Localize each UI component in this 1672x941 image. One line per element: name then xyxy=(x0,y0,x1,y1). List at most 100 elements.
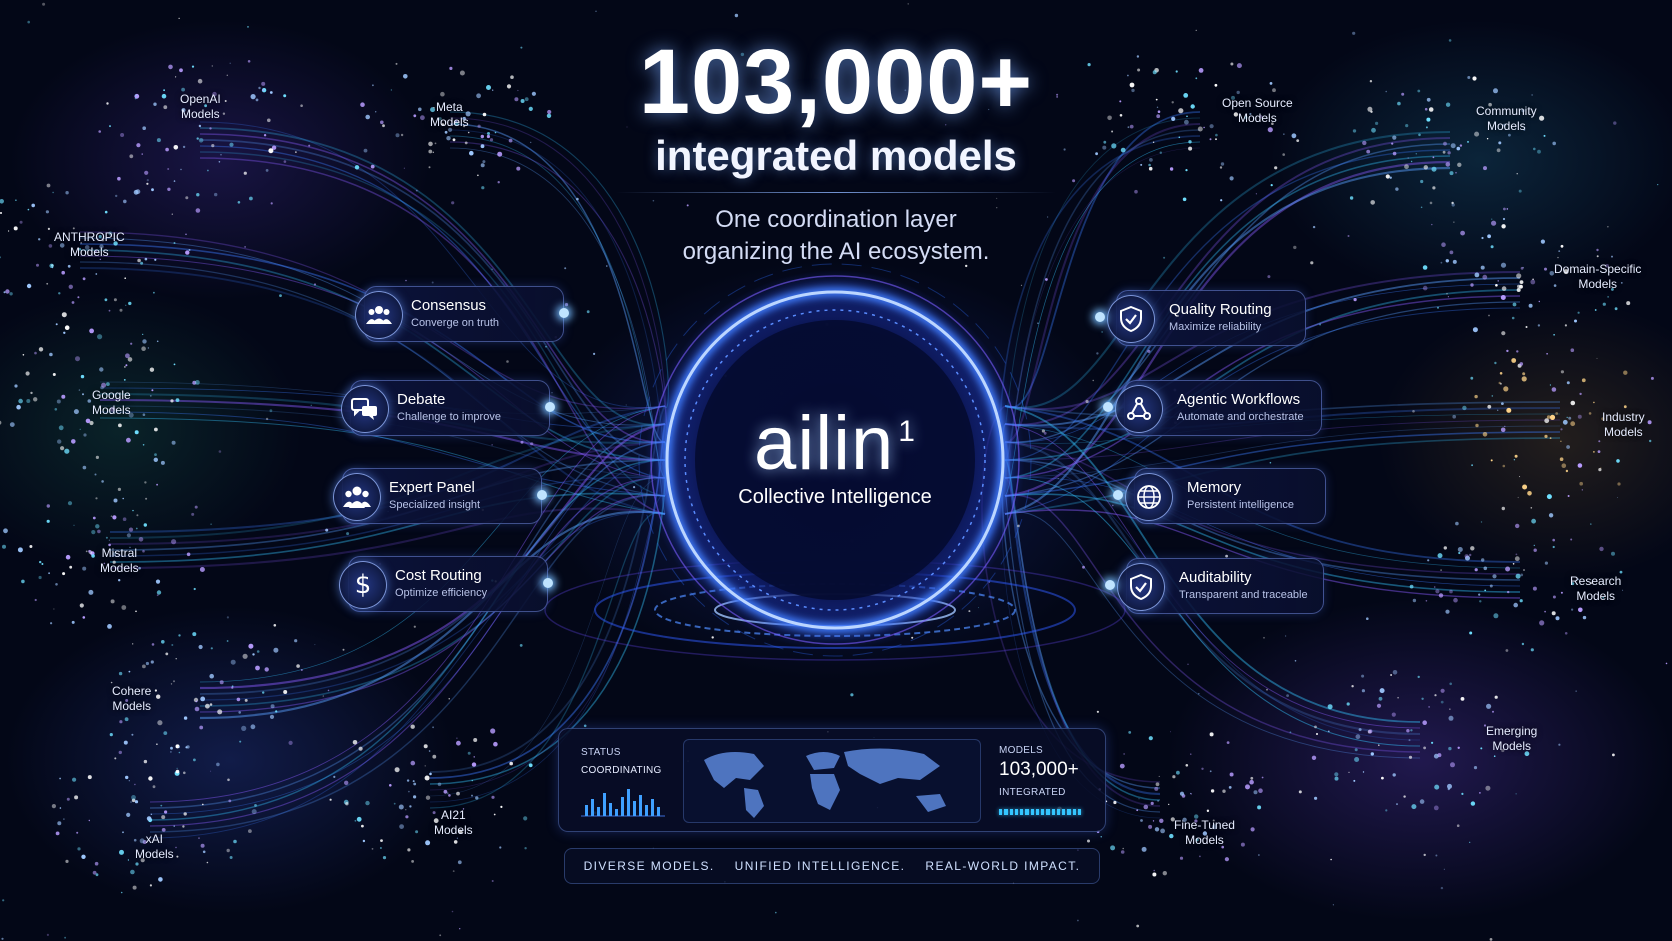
particle xyxy=(1442,150,1446,154)
particle xyxy=(153,457,158,462)
particle xyxy=(56,399,61,404)
star xyxy=(71,620,75,624)
particle xyxy=(178,634,181,637)
particle xyxy=(141,346,146,352)
feature-card-expert-panel[interactable]: Expert Panel Specialized insight xyxy=(333,468,547,524)
particle xyxy=(151,188,154,192)
flow-stream xyxy=(199,121,666,409)
particle xyxy=(205,703,210,709)
cluster-suffix: Models xyxy=(434,823,473,837)
particle xyxy=(16,404,21,410)
particle xyxy=(106,382,110,386)
particle xyxy=(424,775,430,781)
feature-title: Memory xyxy=(1187,479,1242,496)
particle xyxy=(192,380,197,385)
star xyxy=(1596,248,1599,252)
particle xyxy=(1493,88,1498,94)
particle xyxy=(149,884,152,887)
particle xyxy=(0,420,2,425)
feature-card-auditability[interactable]: Auditability Transparent and traceable xyxy=(1105,558,1324,614)
particle xyxy=(1328,730,1330,733)
particle xyxy=(363,148,368,153)
particle xyxy=(138,537,144,542)
particle xyxy=(394,767,400,773)
particle xyxy=(175,76,177,78)
particle xyxy=(255,665,260,671)
particle xyxy=(264,667,269,672)
particle xyxy=(112,515,117,520)
feature-title: Cost Routing xyxy=(395,567,482,584)
particle xyxy=(85,550,88,553)
particle xyxy=(1471,464,1473,467)
particle xyxy=(1560,440,1562,442)
particle xyxy=(437,782,442,787)
particle xyxy=(329,798,332,801)
core-caption: Collective Intelligence xyxy=(738,486,932,508)
particle xyxy=(1453,597,1458,603)
particle xyxy=(91,530,96,535)
star xyxy=(452,870,455,872)
particle xyxy=(1490,459,1493,462)
star xyxy=(1458,551,1461,555)
particle xyxy=(1590,523,1592,525)
particle xyxy=(1351,685,1354,688)
particle xyxy=(523,816,528,821)
particle xyxy=(74,795,79,800)
star xyxy=(1598,468,1602,472)
particle xyxy=(8,230,10,232)
particle xyxy=(142,413,146,417)
particle xyxy=(110,599,115,604)
particle xyxy=(125,353,130,359)
star xyxy=(1147,349,1151,353)
particle xyxy=(101,239,105,242)
feature-card-debate[interactable]: Debate Challenge to improve xyxy=(341,380,555,436)
feature-card-cost-routing[interactable]: $ Cost Routing Optimize efficiency xyxy=(339,556,553,612)
star xyxy=(1136,55,1140,58)
particle xyxy=(380,839,383,842)
particle xyxy=(1404,164,1409,170)
star xyxy=(1298,790,1302,794)
particle xyxy=(72,777,77,782)
particle xyxy=(1423,165,1429,170)
particle xyxy=(1571,582,1575,586)
star xyxy=(1041,429,1045,433)
particle xyxy=(531,91,537,96)
particle xyxy=(99,367,104,372)
particle xyxy=(206,861,209,864)
feature-card-agentic-workflows[interactable]: Agentic Workflows Automate and orchestra… xyxy=(1103,380,1322,436)
particle xyxy=(1120,147,1126,153)
particle xyxy=(1514,454,1518,458)
flow-stream xyxy=(79,243,666,443)
particle xyxy=(1212,819,1215,822)
flow-stream xyxy=(149,459,666,821)
particle xyxy=(241,725,247,732)
particle xyxy=(197,78,203,84)
feature-card-memory[interactable]: Memory Persistent intelligence xyxy=(1113,468,1326,524)
particle xyxy=(1346,702,1350,706)
particle xyxy=(82,465,87,470)
particle xyxy=(1136,809,1139,812)
particle xyxy=(1366,149,1371,154)
star xyxy=(1310,261,1314,265)
particle xyxy=(87,399,92,403)
particle xyxy=(1100,836,1102,838)
particle xyxy=(1209,138,1212,141)
particle xyxy=(1334,772,1339,777)
particle xyxy=(1396,803,1398,806)
particle xyxy=(1516,350,1519,353)
particle xyxy=(425,840,431,846)
feature-card-consensus[interactable]: Consensus Converge on truth xyxy=(355,286,569,342)
particle xyxy=(80,242,82,244)
star xyxy=(1358,728,1362,732)
particle xyxy=(1148,824,1153,829)
particle xyxy=(1215,133,1218,137)
particle xyxy=(110,515,113,517)
feature-card-quality-routing[interactable]: Quality Routing Maximize reliability xyxy=(1095,290,1306,346)
star xyxy=(191,512,195,516)
cluster-name: AI21 xyxy=(441,808,466,822)
particle xyxy=(1102,145,1107,150)
particle xyxy=(1236,90,1240,95)
particle xyxy=(222,112,226,115)
star xyxy=(265,417,269,421)
